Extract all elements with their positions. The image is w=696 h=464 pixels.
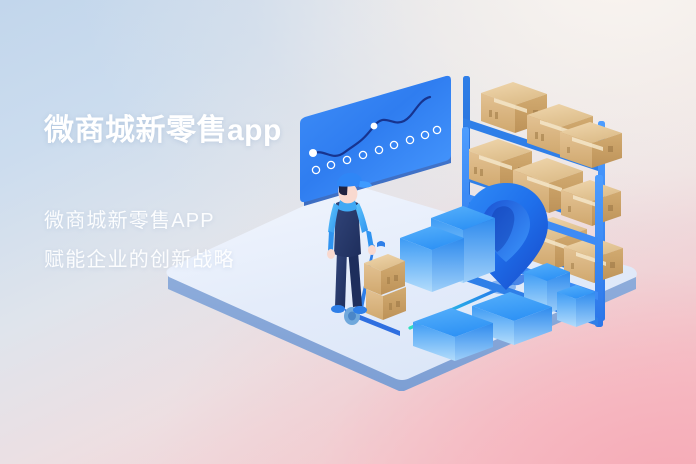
crate: [557, 285, 595, 327]
crate: [413, 308, 493, 361]
shelf-boxes-level-2: [466, 139, 621, 226]
cardboard-box: [561, 180, 621, 226]
cardboard-box: [481, 82, 547, 133]
subtitle-block: 微商城新零售APP 赋能企业的创新战略: [44, 202, 344, 280]
hand-truck-boxes: [364, 254, 406, 320]
warehouse-worker: [327, 172, 406, 336]
crate: [400, 226, 464, 292]
analytics-panel: [300, 75, 451, 206]
shelf-boxes-level-1: [481, 82, 622, 168]
panel-nodes: [311, 95, 442, 175]
blue-crates: [400, 206, 595, 361]
cardboard-box: [560, 122, 622, 168]
page-title: 微商城新零售app: [44, 114, 282, 147]
subtitle-line-1: 微商城新零售APP: [44, 209, 215, 232]
subtitle-line-2: 赋能企业的创新战略: [44, 248, 235, 271]
banner-copy: 微商城新零售app 微商城新零售APP 赋能企业的创新战略: [44, 112, 344, 280]
